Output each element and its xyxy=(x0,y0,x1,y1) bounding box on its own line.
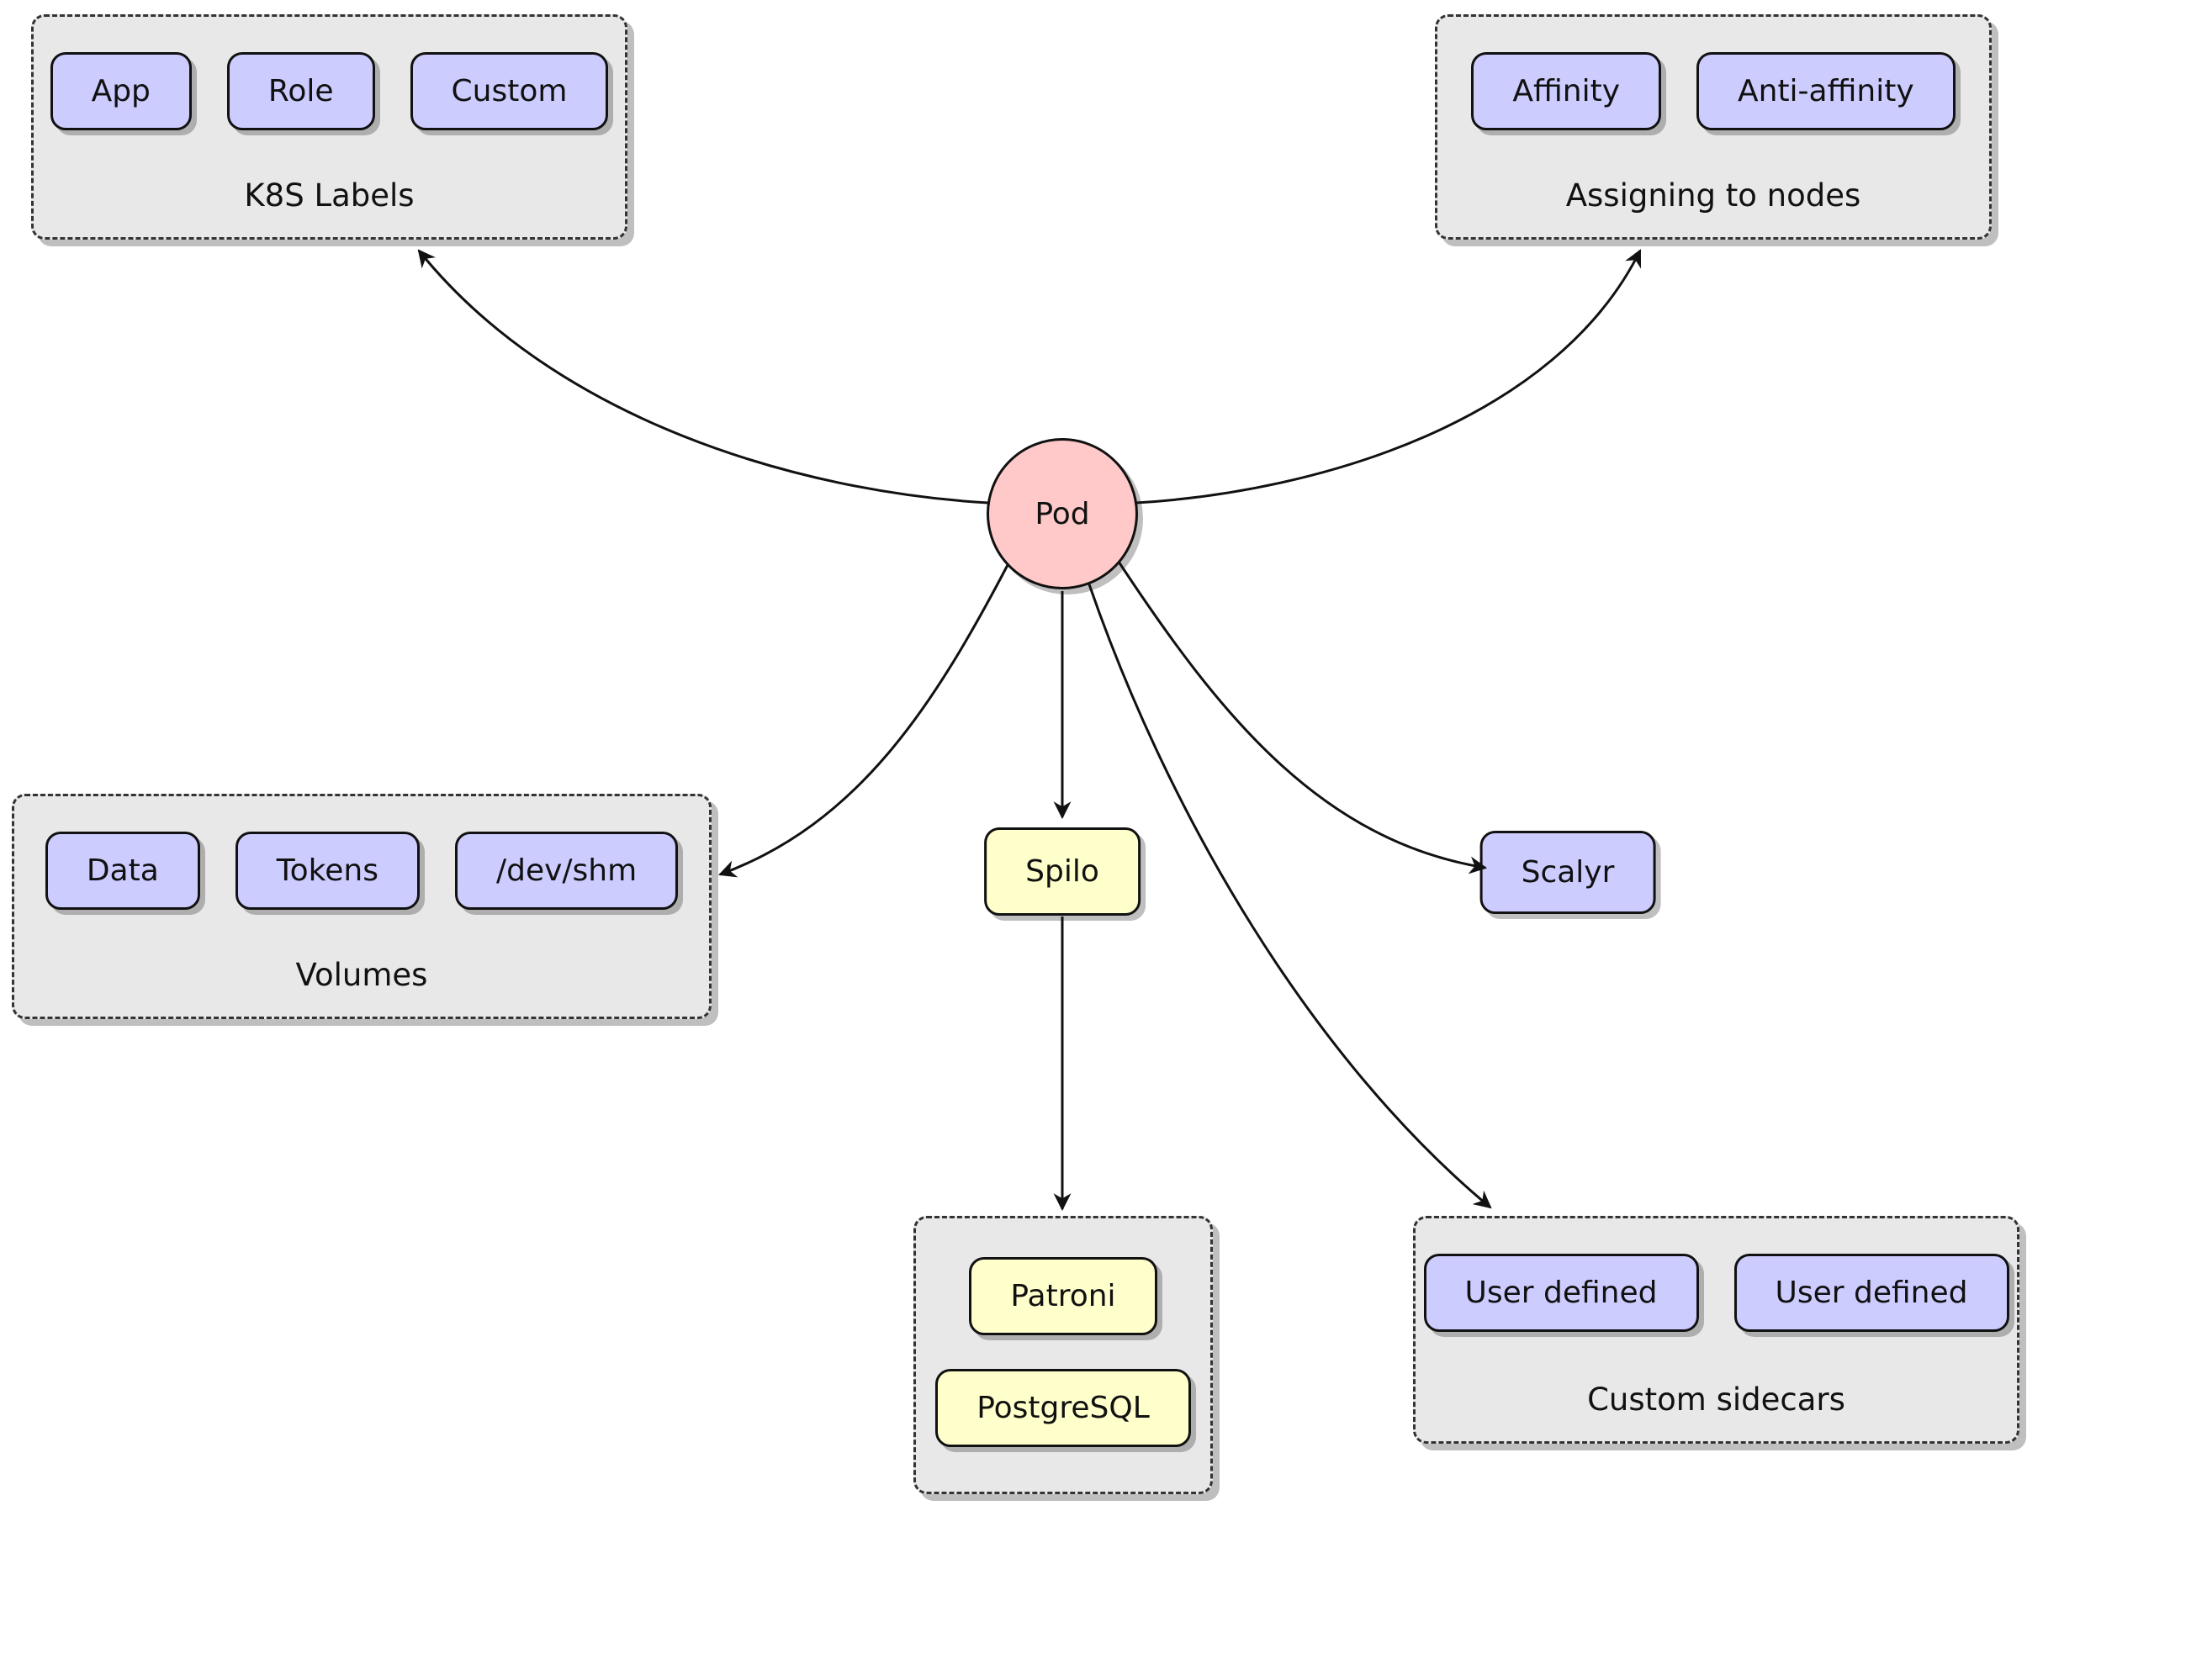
group-spilo-stack: Patroni PostgreSQL xyxy=(913,1216,1213,1494)
node-custom: Custom xyxy=(410,52,609,130)
k8s-labels-chips: App Role Custom xyxy=(50,52,609,130)
node-user-defined-2: User defined xyxy=(1733,1254,2009,1332)
node-app: App xyxy=(50,52,192,130)
group-title-custom-sidecars: Custom sidecars xyxy=(1587,1382,1845,1418)
node-anti-affinity: Anti-affinity xyxy=(1696,52,1956,130)
group-volumes: Data Tokens /dev/shm Volumes xyxy=(12,794,712,1019)
node-role: Role xyxy=(226,52,375,130)
group-custom-sidecars: User defined User defined Custom sidecar… xyxy=(1413,1216,2019,1444)
node-spilo: Spilo xyxy=(984,827,1141,916)
group-title-k8s-labels: K8S Labels xyxy=(244,177,415,214)
node-postgresql: PostgreSQL xyxy=(935,1369,1191,1447)
node-affinity: Affinity xyxy=(1471,52,1661,130)
spilo-stack-chips: Patroni PostgreSQL xyxy=(935,1257,1191,1447)
edge-pod-to-k8s-labels xyxy=(417,249,989,505)
edge-pod-to-volumes xyxy=(718,564,1009,878)
node-data: Data xyxy=(45,832,200,910)
group-title-volumes: Volumes xyxy=(295,957,428,993)
group-title-assigning-to-nodes: Assigning to nodes xyxy=(1565,177,1861,214)
custom-sidecars-chips: User defined User defined xyxy=(1423,1254,2009,1332)
edge-pod-to-assigning-to-nodes xyxy=(1135,249,1642,505)
edge-pod-to-scalyr xyxy=(1117,561,1488,874)
group-k8s-labels: App Role Custom K8S Labels xyxy=(31,14,627,240)
node-dev-shm: /dev/shm xyxy=(454,832,679,910)
node-pod: Pod xyxy=(987,438,1138,589)
assigning-chips: Affinity Anti-affinity xyxy=(1471,52,1956,130)
node-tokens: Tokens xyxy=(235,832,420,910)
volumes-chips: Data Tokens /dev/shm xyxy=(45,832,679,910)
node-scalyr: Scalyr xyxy=(1479,831,1656,914)
node-patroni: Patroni xyxy=(969,1257,1157,1335)
node-user-defined-1: User defined xyxy=(1423,1254,1699,1332)
group-assigning-to-nodes: Affinity Anti-affinity Assigning to node… xyxy=(1435,14,1992,240)
edge-pod-to-custom-sidecars xyxy=(1088,584,1492,1209)
